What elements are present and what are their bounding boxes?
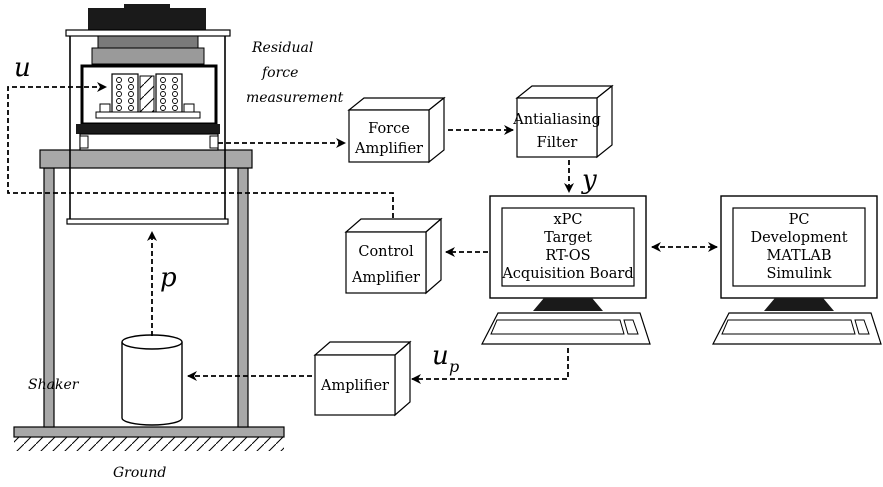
actuator-coils [95,73,201,119]
y-symbol: y [581,165,597,195]
test-rig [13,4,285,451]
residual-label-line1: Residual [251,40,313,56]
up-signal-path [411,348,569,384]
development-pc [712,195,882,345]
shaker-label: Shaker [28,377,80,393]
top-mass-1 [88,8,206,30]
ground-label: Ground [113,465,166,481]
residual-label-line3: measurement [246,90,344,106]
shaker [121,334,183,426]
control-amplifier-label-1: Control [358,244,414,260]
target-pc-line3: RT-OS [545,248,590,264]
control-amplifier-box [344,217,443,295]
frame-table-top [39,149,253,169]
dev-pc-line4: Simulink [766,266,831,282]
ground-hatching [14,437,284,451]
frame-right-leg [237,167,249,428]
target-pc-line1: xPC [553,212,582,228]
top-mass-3 [97,35,199,49]
signal-paths [7,82,718,384]
dev-pc-line1: PC [789,212,810,228]
force-amplifier-box [347,96,446,164]
target-pc-line2: Target [544,230,592,246]
filter-label-1: Antialiasing [512,112,601,128]
u-signal-path [7,82,394,218]
p-symbol: p [160,263,177,293]
residual-force-label: Residual force measurement [246,40,344,106]
control-amplifier-label-2: Amplifier [351,270,420,286]
up-symbol: u [432,341,449,371]
antialiasing-filter-box [515,84,614,159]
dev-pc-line2: Development [750,230,847,246]
top-plate [65,29,231,37]
u-symbol: u [14,53,31,83]
dev-pc-screen [732,207,866,287]
top-mass-4 [91,47,205,65]
ground-plate [13,426,285,438]
force-amplifier-label-1: Force [368,121,410,137]
dev-pc-line3: MATLAB [767,248,832,264]
sensor-base [79,133,219,151]
up-subscript: p [449,357,459,376]
amplifier-box [313,340,412,417]
subframe-bottom-plate [66,218,229,225]
filter-label-2: Filter [537,135,578,151]
target-pc [481,195,651,345]
top-mass-2 [124,4,170,12]
residual-label-line2: force [261,65,298,81]
amplifier-label: Amplifier [320,378,389,394]
force-amplifier-label-2: Amplifier [354,141,423,157]
force-sensor-plate [76,124,220,134]
target-pc-screen [501,207,635,287]
target-pc-line4: Acquisition Board [501,266,633,282]
